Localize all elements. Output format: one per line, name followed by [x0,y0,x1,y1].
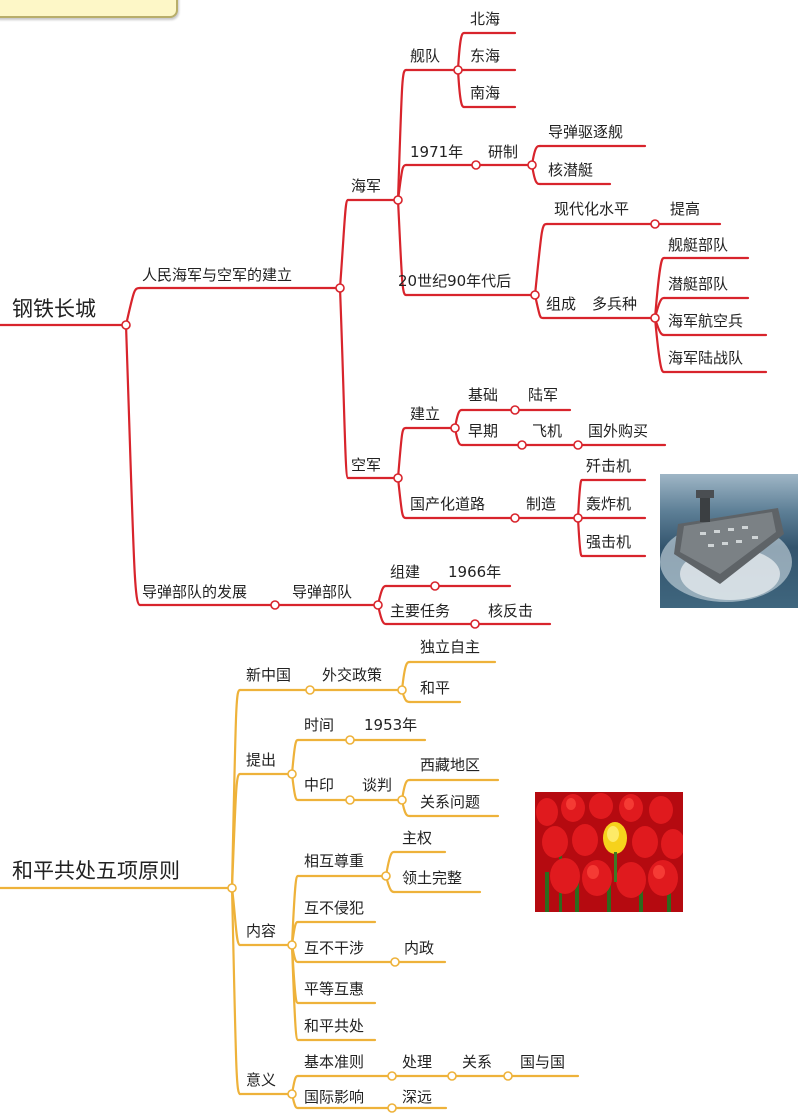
red-branches [0,31,768,626]
node-missile-destroyer[interactable]: 导弹驱逐舰 [548,123,624,141]
node-sovereignty[interactable]: 主权 [402,829,433,847]
node-foreign-purchase[interactable]: 国外购买 [588,422,649,440]
orange-joints [227,685,513,1113]
node-marines[interactable]: 海军陆战队 [668,349,744,367]
node-time[interactable]: 时间 [304,716,335,734]
node-missile-force[interactable]: 导弹部队 [292,583,353,601]
node-mutual-respect[interactable]: 相互尊重 [304,852,365,870]
node-naval-aviation[interactable]: 海军航空兵 [668,312,744,330]
node-fleet-south[interactable]: 南海 [470,84,501,102]
node-china-india[interactable]: 中印 [304,776,335,794]
node-fleet[interactable]: 舰队 [410,47,441,65]
node-bomber[interactable]: 轰炸机 [586,495,632,513]
node-attacker[interactable]: 强击机 [586,533,632,551]
node-manufacture[interactable]: 制造 [526,495,557,513]
node-new-china[interactable]: 新中国 [246,666,292,684]
node-content[interactable]: 内容 [246,922,277,940]
tulip-field-photo [535,792,683,912]
node-1971[interactable]: 1971年 [410,143,464,161]
node-fighter[interactable]: 歼击机 [586,457,632,475]
node-army[interactable]: 陆军 [528,386,559,404]
node-negotiation[interactable]: 谈判 [362,776,393,794]
node-coexistence[interactable]: 和平共处 [304,1017,365,1035]
node-formed[interactable]: 组建 [390,563,421,581]
orange-branches [0,660,580,1110]
node-main-task[interactable]: 主要任务 [390,602,451,620]
red-joints [121,65,660,629]
node-nuclear-sub[interactable]: 核潜艇 [548,161,594,179]
node-intl-influence[interactable]: 国际影响 [304,1088,365,1106]
node-basis[interactable]: 基础 [468,386,499,404]
node-equality[interactable]: 平等互惠 [304,980,365,998]
node-non-aggression[interactable]: 互不侵犯 [304,899,365,917]
node-early[interactable]: 早期 [468,422,499,440]
node-fleet-east[interactable]: 东海 [470,47,501,65]
node-aircraft[interactable]: 飞机 [532,422,563,440]
node-domestic-road[interactable]: 国产化道路 [410,495,486,513]
aircraft-carrier-photo [660,474,798,608]
node-missile-dev[interactable]: 导弹部队的发展 [142,583,248,601]
node-basic-norm[interactable]: 基本准则 [304,1053,365,1071]
node-foreign-policy[interactable]: 外交政策 [322,666,383,684]
node-territory[interactable]: 领土完整 [402,869,463,887]
title-tab[interactable] [0,0,178,18]
node-1953[interactable]: 1953年 [364,716,418,734]
node-submarines[interactable]: 潜艇部队 [668,275,729,293]
node-modern-level[interactable]: 现代化水平 [554,200,630,218]
node-nineties[interactable]: 20世纪90年代后 [398,272,512,290]
node-significance[interactable]: 意义 [246,1071,277,1089]
node-handle[interactable]: 处理 [402,1053,433,1071]
node-between-states[interactable]: 国与国 [520,1053,566,1071]
node-improve[interactable]: 提高 [670,200,701,218]
node-navy-airforce[interactable]: 人民海军与空军的建立 [142,266,293,284]
node-nuclear-counter[interactable]: 核反击 [488,602,534,620]
node-navy[interactable]: 海军 [351,177,382,195]
node-relations[interactable]: 关系问题 [420,793,481,811]
node-profound[interactable]: 深远 [402,1088,433,1106]
node-establish[interactable]: 建立 [410,405,441,423]
root-node-great-wall[interactable]: 钢铁长城 [12,297,96,321]
node-1966[interactable]: 1966年 [448,563,502,581]
node-peace[interactable]: 和平 [420,679,451,697]
node-compose[interactable]: 组成 [546,295,577,313]
node-research[interactable]: 研制 [488,143,519,161]
node-airforce[interactable]: 空军 [351,456,382,474]
node-relation[interactable]: 关系 [462,1053,493,1071]
node-tibet[interactable]: 西藏地区 [420,756,481,774]
node-independent[interactable]: 独立自主 [420,638,481,656]
node-fleet-north[interactable]: 北海 [470,10,501,28]
node-internal-affairs[interactable]: 内政 [404,939,435,957]
node-non-interference[interactable]: 互不干涉 [304,939,365,957]
root-node-five-principles[interactable]: 和平共处五项原则 [12,859,180,883]
node-proposed[interactable]: 提出 [246,751,277,769]
node-surface-ships[interactable]: 舰艇部队 [668,236,729,254]
node-multi-arms[interactable]: 多兵种 [592,295,638,313]
